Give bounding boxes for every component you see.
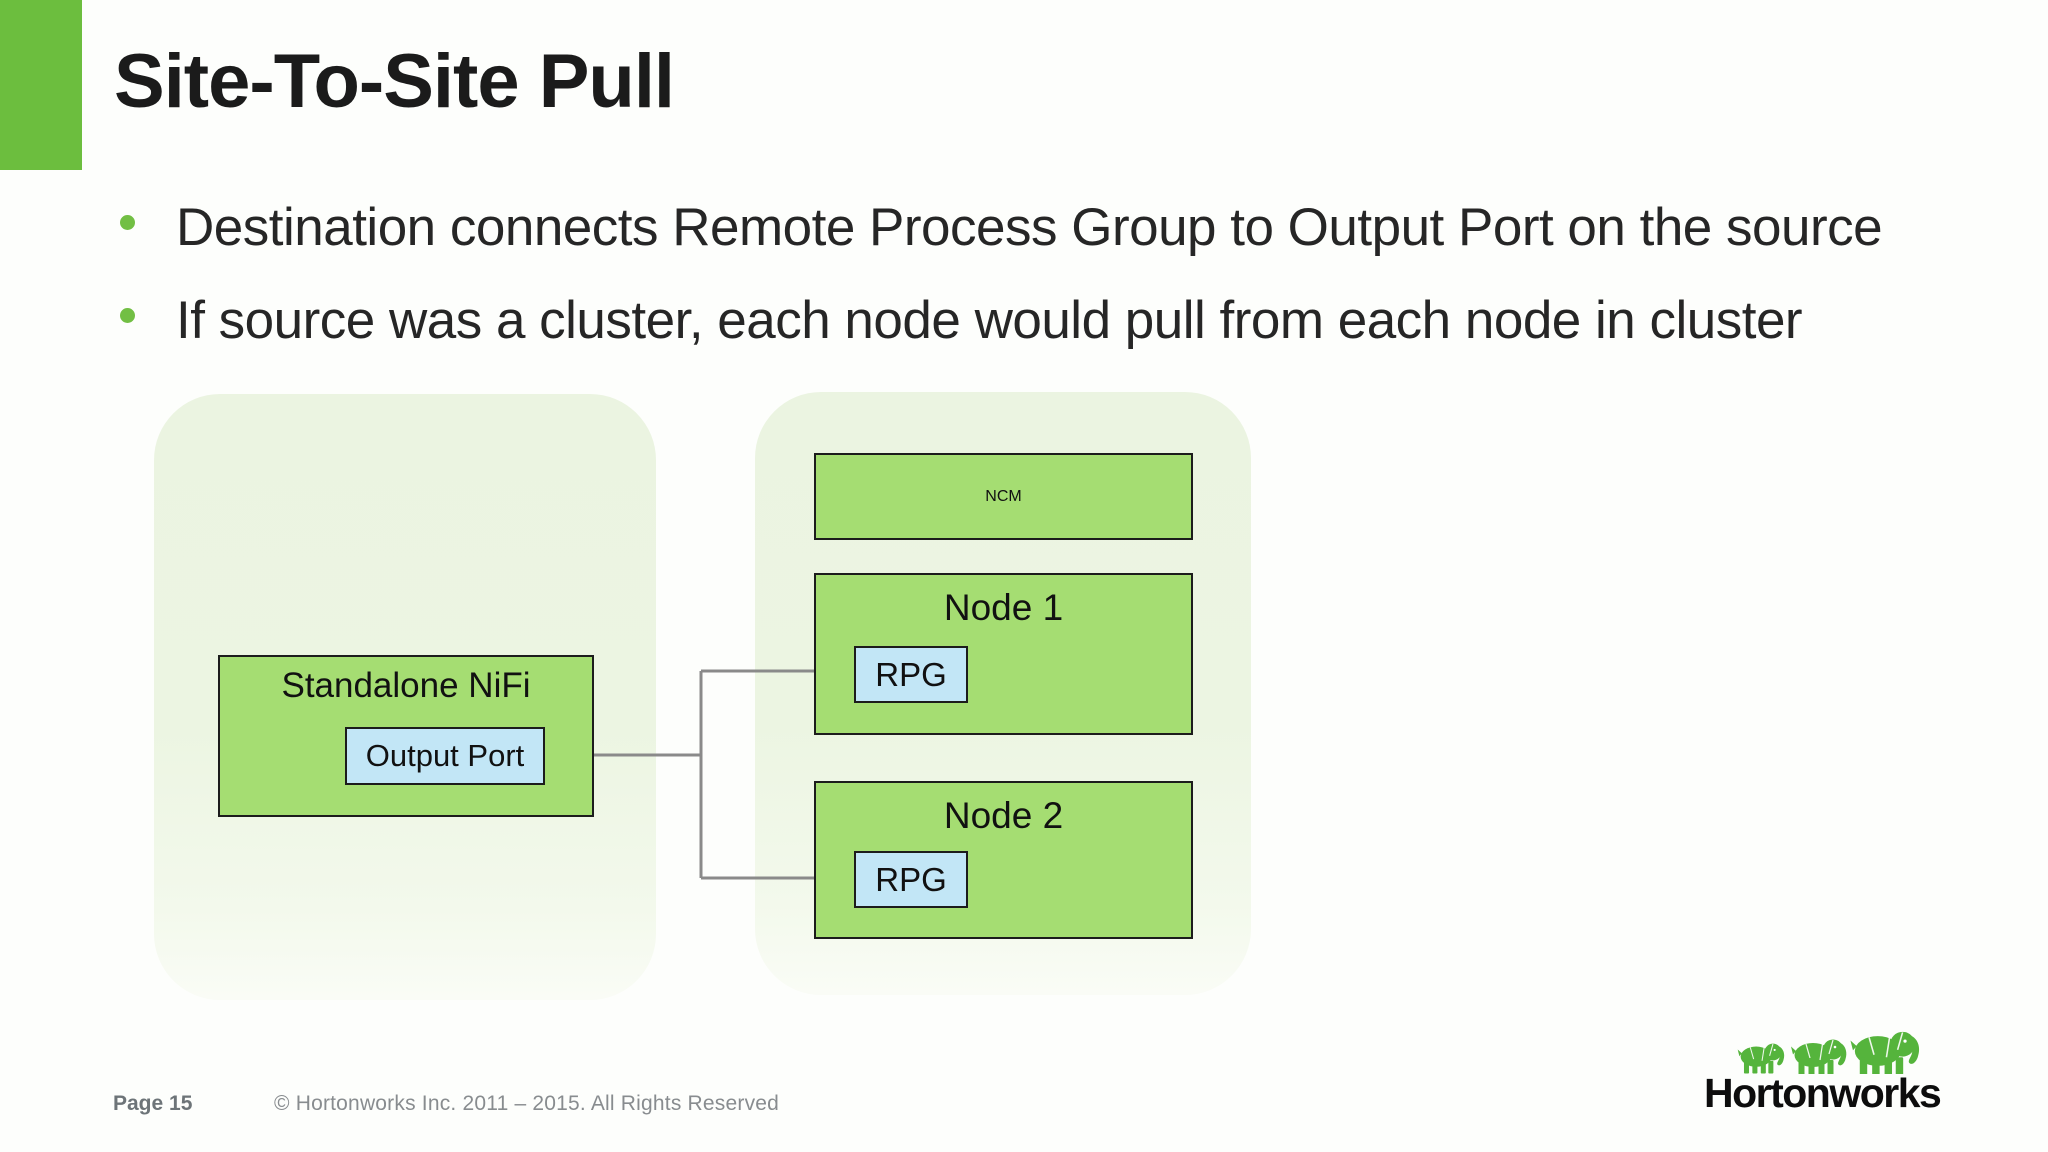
ncm-box: NCM (814, 453, 1193, 540)
copyright-text: © Hortonworks Inc. 2011 – 2015. All Righ… (274, 1092, 780, 1115)
page-title: Site-To-Site Pull (114, 39, 675, 124)
hortonworks-logo: Hortonworks (1700, 1012, 1950, 1122)
bullet-dot-icon (120, 308, 135, 323)
node1-label: Node 1 (943, 587, 1064, 628)
standalone-nifi-label: Standalone NiFi (281, 666, 531, 705)
accent-bar (0, 0, 82, 170)
node2-rpg-label: RPG (875, 860, 947, 898)
elephant-icons (1737, 1031, 1920, 1074)
bullet-text: If source was a cluster, each node would… (176, 291, 1803, 350)
hortonworks-wordmark: Hortonworks (1704, 1070, 1942, 1116)
ncm-label: NCM (985, 487, 1022, 505)
node2-label: Node 2 (943, 795, 1064, 836)
node2-rpg-box: RPG (854, 851, 968, 908)
bullet-text: Destination connects Remote Process Grou… (176, 198, 1883, 257)
node1-rpg-box: RPG (854, 646, 968, 703)
page-number: Page 15 (113, 1092, 193, 1115)
output-port-label: Output Port (365, 738, 525, 773)
bullet-dot-icon (120, 215, 135, 230)
bullet-item: Destination connects Remote Process Grou… (120, 197, 1883, 258)
output-port-box: Output Port (345, 727, 545, 785)
node1-rpg-label: RPG (875, 655, 947, 693)
bullet-item: If source was a cluster, each node would… (120, 290, 1803, 351)
